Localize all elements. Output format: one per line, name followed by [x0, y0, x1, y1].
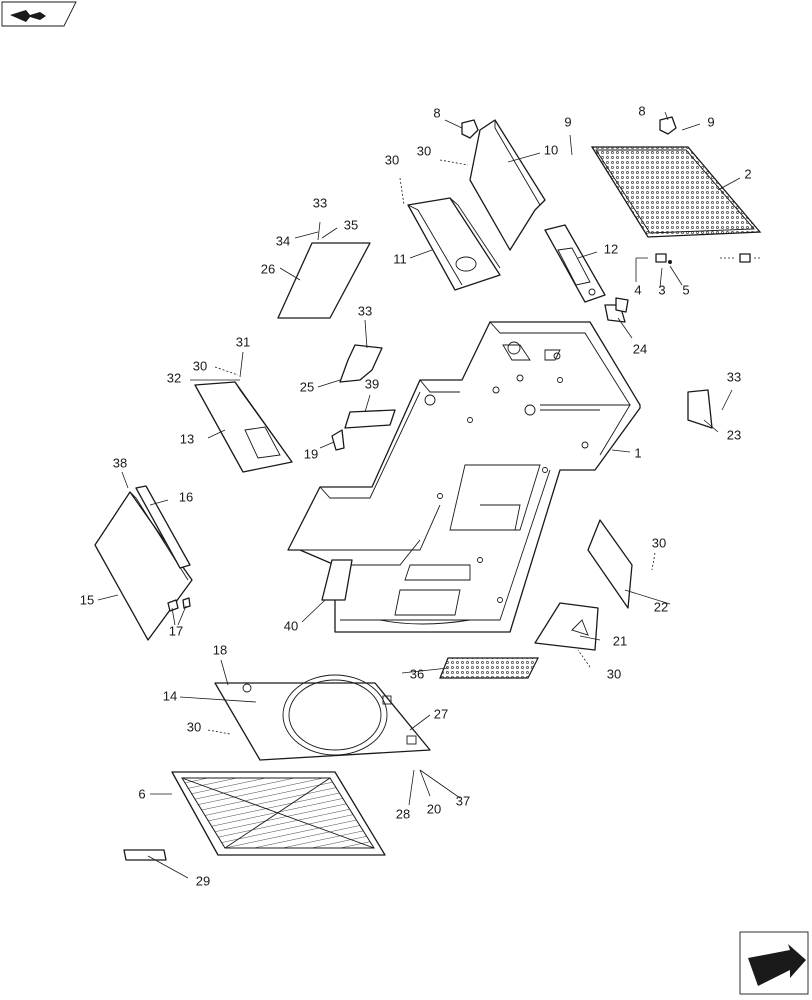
- plate-part-39: [344, 409, 396, 429]
- radiator-grille-part-6: [171, 771, 386, 856]
- callout-2: 2: [744, 166, 751, 181]
- main-frame-part-1: [287, 321, 641, 633]
- callout-30-b: 30: [417, 143, 431, 158]
- callout-12: 12: [604, 241, 618, 256]
- callout-15: 15: [80, 592, 94, 607]
- cover-part-23: [687, 389, 713, 429]
- callout-25: 25: [300, 379, 314, 394]
- bolt-part-19: [331, 429, 345, 451]
- callout-9-right: 9: [707, 114, 714, 129]
- callout-31: 31: [236, 334, 250, 349]
- callout-19: 19: [304, 446, 318, 461]
- panel-part-10: [469, 119, 546, 251]
- clip-right-part-2: [720, 253, 762, 263]
- callout-28: 28: [396, 806, 410, 821]
- cover-part-22: [587, 519, 633, 609]
- strip-part-29: [123, 849, 167, 861]
- callout-22: 22: [654, 599, 668, 614]
- callout-27: 27: [434, 706, 448, 721]
- book-arrow-icon[interactable]: [1, 1, 77, 27]
- fastener-part-17: [167, 597, 191, 612]
- callout-29: 29: [196, 873, 210, 888]
- callout-30-c: 30: [193, 358, 207, 373]
- callout-33-c: 33: [727, 369, 741, 384]
- callout-11: 11: [393, 251, 407, 266]
- clip-part-3: [655, 253, 667, 263]
- pin-part-4: [635, 257, 648, 277]
- callout-33-b: 33: [358, 303, 372, 318]
- callout-26: 26: [261, 261, 275, 276]
- callout-37: 37: [456, 793, 470, 808]
- bracket-part-8-right: [659, 116, 677, 135]
- callout-5: 5: [682, 282, 689, 297]
- mesh-screen-part-2: [590, 146, 762, 238]
- callout-34: 34: [276, 233, 290, 248]
- next-page-arrow-icon[interactable]: [739, 931, 809, 995]
- callout-20: 20: [427, 801, 441, 816]
- callout-1: 1: [634, 445, 641, 460]
- hinge-part-24: [604, 297, 629, 323]
- callout-18: 18: [213, 642, 227, 657]
- cover-part-21: [534, 602, 599, 651]
- callout-14: 14: [163, 688, 177, 703]
- clip-part-5: [668, 260, 672, 264]
- callout-17: 17: [169, 623, 183, 638]
- panel-part-26: [277, 242, 371, 319]
- callout-3: 3: [658, 282, 665, 297]
- callout-30-e: 30: [652, 535, 666, 550]
- callout-10: 10: [544, 142, 558, 157]
- callout-30-d: 30: [187, 719, 201, 734]
- callout-8-right: 8: [638, 103, 645, 118]
- callout-33-a: 33: [313, 195, 327, 210]
- callout-16: 16: [179, 489, 193, 504]
- callout-32: 32: [167, 370, 181, 385]
- side-panel-part-15: [94, 491, 193, 641]
- duct-part-11: [407, 197, 501, 291]
- callout-13: 13: [180, 431, 194, 446]
- strip-part-16: [135, 485, 191, 569]
- callout-6: 6: [138, 786, 145, 801]
- leader-lines: [97, 111, 741, 879]
- callout-30-f: 30: [607, 666, 621, 681]
- callouts: 1 2 3 4 5 6 8 8 9 9 10 11 12 13 14 15 16…: [80, 103, 752, 888]
- callout-30-a: 30: [385, 152, 399, 167]
- callout-9-left: 9: [564, 114, 571, 129]
- callout-23: 23: [727, 427, 741, 442]
- callout-40: 40: [284, 618, 298, 633]
- plate-part-25: [339, 344, 383, 383]
- callout-4: 4: [634, 282, 641, 297]
- grate-part-36: [439, 657, 539, 679]
- bracket-part-8-left: [461, 119, 479, 139]
- panel-part-13: [194, 381, 293, 473]
- callout-24: 24: [633, 341, 647, 356]
- callout-38: 38: [113, 455, 127, 470]
- callout-35: 35: [344, 217, 358, 232]
- callout-36: 36: [410, 666, 424, 681]
- bracket-part-40: [321, 559, 353, 601]
- fan-shroud-part-27: [214, 674, 431, 761]
- callout-39: 39: [365, 376, 379, 391]
- panel-part-12: [544, 224, 606, 303]
- callout-8-left: 8: [433, 105, 440, 120]
- callout-21: 21: [613, 633, 627, 648]
